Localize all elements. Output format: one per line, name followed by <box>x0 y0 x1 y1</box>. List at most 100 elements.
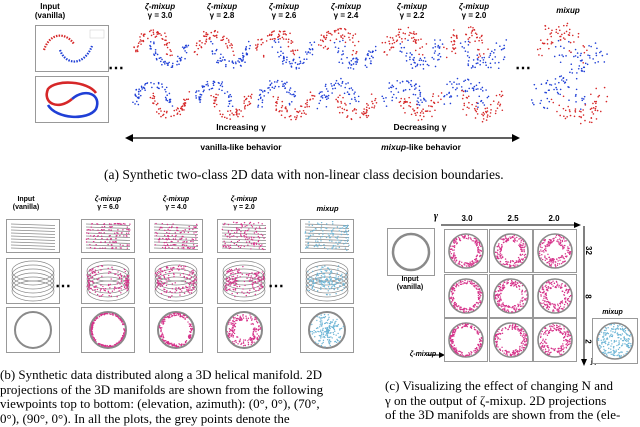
manifold-point <box>469 237 472 239</box>
scatter-point <box>149 40 152 43</box>
scatter-point <box>563 24 565 27</box>
manifold-point <box>549 243 551 245</box>
manifold-point <box>95 285 98 287</box>
scatter-point <box>463 80 465 83</box>
scatter-point <box>261 91 264 93</box>
manifold-point <box>550 261 552 263</box>
scatter-point <box>374 45 377 48</box>
manifold-point <box>233 332 236 335</box>
helix-plot <box>149 219 203 253</box>
manifold-point <box>552 310 554 312</box>
manifold-point <box>540 346 542 348</box>
scatter-point <box>155 103 158 106</box>
scatter-point <box>274 38 276 40</box>
scatter-point <box>369 62 372 65</box>
manifold-point <box>515 285 518 288</box>
manifold-point <box>516 351 519 353</box>
manifold-point <box>171 291 173 294</box>
scatter-point <box>325 105 328 108</box>
panel-c-zeta-plot <box>444 318 488 362</box>
scatter-point <box>401 80 404 83</box>
manifold-point <box>329 236 332 238</box>
manifold-point <box>163 244 165 246</box>
scatter-point <box>155 35 158 38</box>
manifold-point <box>235 228 238 230</box>
scatter-point <box>400 46 403 49</box>
scatter-point <box>312 97 314 100</box>
manifold-point <box>567 291 569 293</box>
scatter-point <box>545 91 548 94</box>
manifold-point <box>566 289 568 291</box>
manifold-point <box>541 285 544 287</box>
manifold-point <box>239 338 241 340</box>
manifold-point <box>501 346 503 349</box>
scatter-point <box>454 52 457 55</box>
scatter-point <box>590 45 592 48</box>
manifold-point <box>179 313 182 316</box>
manifold-point <box>480 339 482 341</box>
scatter-point <box>340 85 342 87</box>
manifold-point <box>547 308 550 310</box>
scatter-point <box>540 99 542 102</box>
scatter-point <box>404 37 407 40</box>
scatter-point <box>282 38 285 40</box>
manifold-point <box>497 244 500 247</box>
manifold-point <box>323 322 326 325</box>
scatter-point <box>235 62 237 65</box>
scatter-point <box>450 40 453 43</box>
manifold-point <box>110 244 113 246</box>
manifold-point <box>323 313 326 316</box>
scatter-point <box>236 114 238 116</box>
scatter-point <box>414 83 417 86</box>
scatter-point <box>357 40 360 43</box>
scatter-point <box>502 48 504 50</box>
manifold-point <box>522 347 525 349</box>
scatter-point <box>464 90 467 93</box>
scatter-point <box>231 61 234 63</box>
manifold-point <box>521 330 523 332</box>
manifold-point <box>547 287 549 289</box>
manifold-point <box>179 238 181 240</box>
manifold-point <box>97 223 99 225</box>
manifold-point <box>456 352 459 354</box>
scatter-point <box>283 30 286 33</box>
manifold-point <box>455 328 457 330</box>
scatter-point <box>418 59 421 62</box>
manifold-point <box>109 287 111 289</box>
manifold-point <box>159 324 161 327</box>
manifold-point <box>519 331 522 334</box>
scatter-point <box>183 46 186 49</box>
scatter-point <box>238 61 241 63</box>
manifold-point <box>346 240 349 243</box>
manifold-point <box>342 284 344 287</box>
manifold-point <box>159 238 161 240</box>
manifold-point <box>234 289 237 291</box>
manifold-point <box>253 288 255 290</box>
manifold-point <box>98 232 100 234</box>
manifold-point <box>566 335 569 338</box>
scatter-point <box>271 31 273 34</box>
scatter-point <box>246 104 249 107</box>
scatter-point <box>290 65 293 67</box>
scatter-point <box>485 64 487 67</box>
manifold-point <box>554 348 556 350</box>
manifold-point <box>519 346 521 348</box>
zeta-plot-bottom <box>256 76 316 121</box>
manifold-point <box>110 223 112 225</box>
caption-b-line: viewpoints top to bottom: (elevation, az… <box>0 396 320 411</box>
manifold-point <box>192 271 195 274</box>
scatter-point <box>170 115 172 118</box>
manifold-point <box>229 273 232 275</box>
scatter-point <box>485 89 487 91</box>
scatter-point <box>138 88 140 91</box>
manifold-point <box>519 303 521 306</box>
scatter-point <box>152 92 155 95</box>
scatter-point <box>582 109 584 111</box>
scatter-point <box>348 61 351 64</box>
scatter-point <box>215 103 218 106</box>
manifold-point <box>503 285 505 287</box>
scatter-point <box>453 43 456 46</box>
manifold-point <box>455 304 458 306</box>
